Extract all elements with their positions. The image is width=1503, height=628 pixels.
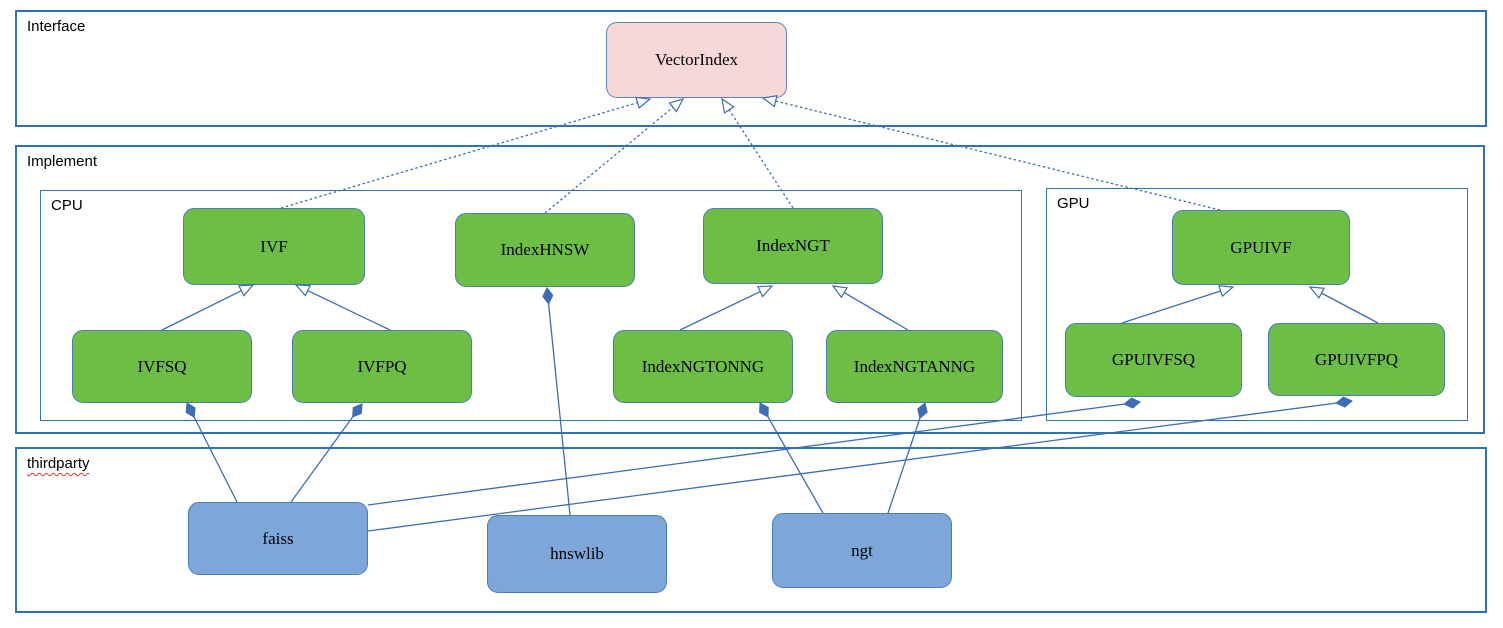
group-label-gpu: GPU <box>1057 195 1090 212</box>
node-vectorindex[interactable]: VectorIndex <box>606 22 787 98</box>
node-faiss[interactable]: faiss <box>188 502 368 575</box>
group-label-implement: Implement <box>27 153 98 170</box>
node-indexhnsw[interactable]: IndexHNSW <box>455 213 635 287</box>
node-gpuivfsq[interactable]: GPUIVFSQ <box>1065 323 1242 397</box>
node-ivf[interactable]: IVF <box>183 208 365 285</box>
group-label-cpu: CPU <box>51 197 83 214</box>
node-ivfpq[interactable]: IVFPQ <box>292 330 472 403</box>
node-hnswlib[interactable]: hnswlib <box>487 515 667 593</box>
node-gpuivfpq[interactable]: GPUIVFPQ <box>1268 323 1445 396</box>
node-gpuivf[interactable]: GPUIVF <box>1172 210 1350 285</box>
group-label-thirdparty: thirdparty <box>27 455 90 472</box>
node-ivfsq[interactable]: IVFSQ <box>72 330 252 403</box>
node-indexngtonng[interactable]: IndexNGTONNG <box>613 330 793 403</box>
group-label-interface: Interface <box>27 18 86 35</box>
node-ngt[interactable]: ngt <box>772 513 952 588</box>
node-indexngtanng[interactable]: IndexNGTANNG <box>826 330 1003 403</box>
node-indexngt[interactable]: IndexNGT <box>703 208 883 284</box>
